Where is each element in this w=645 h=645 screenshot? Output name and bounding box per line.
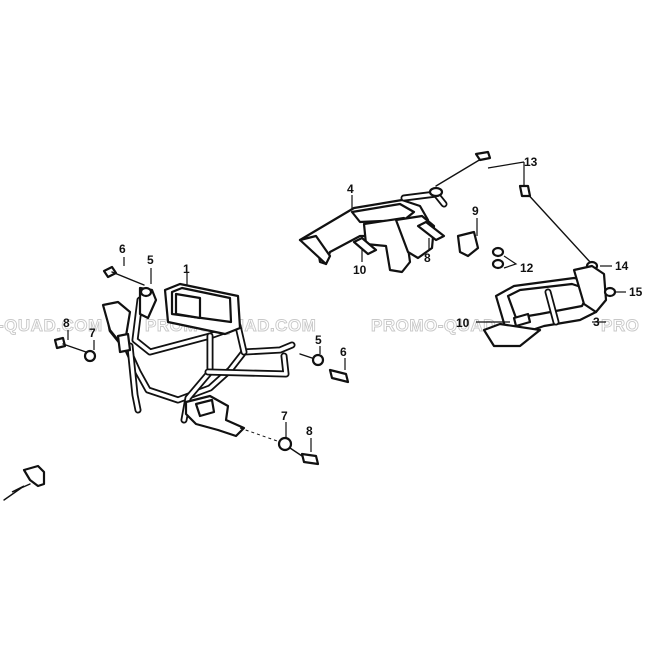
callout-5-top: 5 xyxy=(147,253,154,267)
callout-5-right: 5 xyxy=(315,333,322,347)
callout-10-left: 10 xyxy=(353,263,367,277)
callout-3: 3 xyxy=(593,315,600,329)
rear-frame-part-3 xyxy=(482,264,617,348)
callout-7-bottom: 7 xyxy=(281,409,288,423)
callout-leaders xyxy=(67,161,626,452)
callout-8-right: 8 xyxy=(424,251,431,265)
callout-10-right: 10 xyxy=(456,316,470,330)
control-cable-part-13 xyxy=(428,150,599,272)
watermark-text-right: PRO xyxy=(601,316,639,335)
callout-7-left: 7 xyxy=(89,326,96,340)
callout-14: 14 xyxy=(615,259,629,273)
callout-13: 13 xyxy=(524,155,538,169)
callout-9: 9 xyxy=(472,204,479,218)
callout-12: 12 xyxy=(520,261,534,275)
rear-frame-part-4 xyxy=(298,190,505,274)
callout-8-left: 8 xyxy=(63,316,70,330)
callout-6-top: 6 xyxy=(119,242,126,256)
callout-6-right: 6 xyxy=(340,345,347,359)
callout-4: 4 xyxy=(347,182,354,196)
front-frame-part-1 xyxy=(101,282,296,438)
callout-labels: 6 5 1 8 7 5 6 7 8 4 10 8 9 12 13 14 15 3… xyxy=(63,155,643,438)
direction-arrow-icon xyxy=(3,464,46,501)
left-fasteners xyxy=(53,265,350,466)
callout-1: 1 xyxy=(183,262,190,276)
watermark-text-left: -QUAD.COM xyxy=(0,316,103,335)
callout-15: 15 xyxy=(629,285,643,299)
callout-8-bottom: 8 xyxy=(306,424,313,438)
